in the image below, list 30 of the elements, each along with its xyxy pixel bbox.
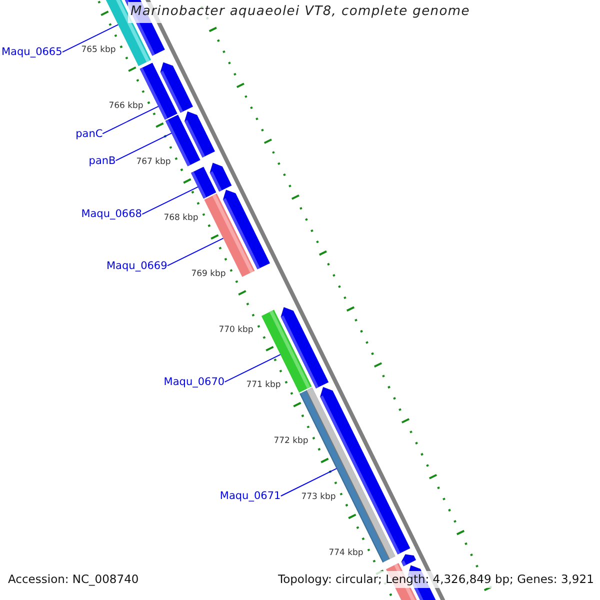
pointed-gene-bar [210, 162, 232, 192]
leader-line [142, 186, 198, 215]
gene-label: panC [76, 128, 103, 140]
pointed-gene-bar [223, 190, 270, 270]
tick-label: 766 kbp [108, 102, 144, 112]
tick-label: 769 kbp [191, 270, 226, 280]
pointed-gene-bar [184, 111, 215, 158]
gene-label: Maqu_0665 [2, 46, 62, 58]
gene-label: panB [88, 154, 116, 167]
gene-label: Maqu_0669 [106, 260, 168, 272]
pointed-gene-bar [401, 554, 416, 566]
tick-label: 772 kbp [274, 437, 308, 448]
leader-line [280, 468, 337, 496]
gene-label: Maqu_0668 [81, 208, 142, 220]
tick-label: 774 kbp [328, 549, 364, 559]
tick-label: 773 kbp [301, 493, 336, 503]
tick-label: 771 kbp [246, 381, 281, 392]
tick-label: 770 kbp [218, 326, 254, 336]
pointed-gene-bar [160, 62, 193, 113]
tick-label: 765 kbp [81, 46, 116, 56]
pointed-gene-bar [280, 307, 329, 388]
leader-line [62, 24, 119, 53]
leader-line [224, 354, 281, 382]
leader-line [167, 238, 224, 266]
leader-line [102, 106, 159, 134]
leader-line [115, 132, 172, 162]
tick-label: 767 kbp [136, 158, 171, 168]
tick-label: 768 kbp [164, 214, 198, 224]
gene-label: Maqu_0670 [164, 376, 225, 388]
gene-label: Maqu_0671 [220, 490, 281, 502]
